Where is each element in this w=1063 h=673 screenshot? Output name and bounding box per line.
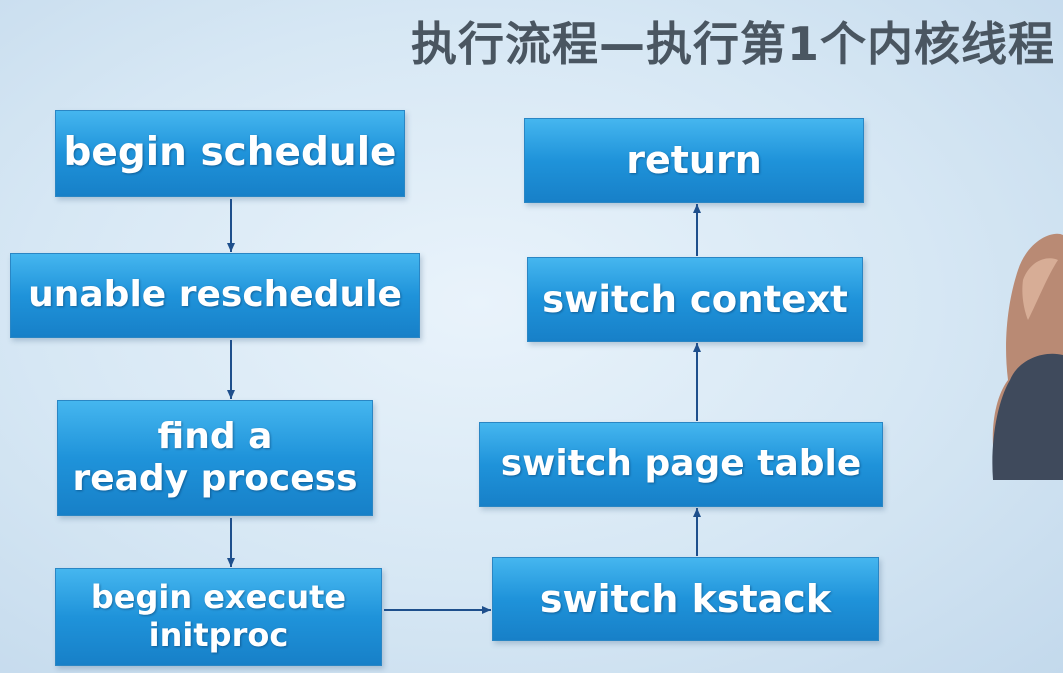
node-label-line-2: ready process bbox=[72, 458, 358, 499]
slide-title: 执行流程—执行第1个内核线程 bbox=[410, 17, 1055, 71]
node-label-line-2: initproc bbox=[148, 616, 289, 654]
node-label-line-1: find a bbox=[157, 415, 273, 457]
node-switch-context: switch context bbox=[527, 257, 863, 342]
node-label: switch context bbox=[542, 277, 848, 321]
node-label: switch page table bbox=[500, 443, 862, 485]
node-begin-schedule: begin schedule bbox=[55, 110, 405, 197]
node-label-line-1: begin execute bbox=[90, 578, 347, 617]
node-label: switch kstack bbox=[539, 576, 832, 621]
node-switch-kstack: switch kstack bbox=[492, 557, 879, 641]
presenter-hand-image bbox=[992, 233, 1063, 480]
node-return: return bbox=[524, 118, 864, 203]
node-find-ready-process: find a ready process bbox=[57, 400, 373, 516]
node-label: unable reschedule bbox=[28, 274, 402, 316]
node-begin-execute-initproc: begin execute initproc bbox=[55, 568, 382, 666]
node-label: begin schedule bbox=[63, 130, 397, 176]
node-unable-reschedule: unable reschedule bbox=[10, 253, 420, 338]
node-switch-page-table: switch page table bbox=[479, 422, 883, 507]
node-label: return bbox=[626, 138, 762, 183]
